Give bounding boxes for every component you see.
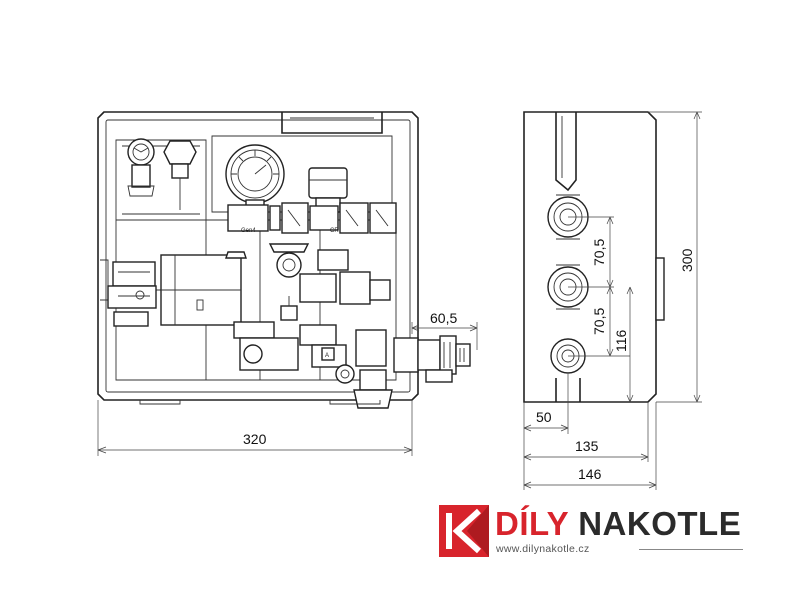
dim-spacing-lower: 70,5 xyxy=(591,308,607,335)
brand-divider xyxy=(639,549,743,550)
dim-connector-width: 60,5 xyxy=(430,310,457,326)
brand-url: www.dilynakotle.cz xyxy=(496,543,590,555)
dim-depth-135: 135 xyxy=(575,438,599,454)
dim-depth-50: 50 xyxy=(536,409,552,425)
dim-front-width: 320 xyxy=(243,431,267,447)
side-dimensions: 70,5 70,5 116 300 50 135 146 xyxy=(523,111,702,490)
brand-name-part2: NAKOTLE xyxy=(578,505,742,542)
front-view: Gen4 CR A xyxy=(97,111,471,409)
valve-label-left: Gen4 xyxy=(241,228,256,234)
thermometer-dial xyxy=(225,144,285,211)
middle-pipe-run xyxy=(268,243,391,305)
brand-logo-icon xyxy=(439,505,489,557)
marker-a: A xyxy=(325,353,329,359)
brand-block: DÍLY NAKOTLE www.dilynakotle.cz xyxy=(439,505,749,561)
dim-side-height: 300 xyxy=(679,248,695,272)
brand-name-part1: DÍLY xyxy=(495,505,569,542)
brand-name: DÍLY NAKOTLE xyxy=(495,505,741,543)
dim-port-height: 116 xyxy=(613,329,629,352)
lower-pipe-run xyxy=(233,296,393,409)
cap-fitting xyxy=(163,140,197,210)
pressure-gauge-small xyxy=(127,138,155,197)
front-dimensions: 320 60,5 xyxy=(97,310,478,456)
dim-spacing-upper: 70,5 xyxy=(591,239,607,266)
dim-depth-146: 146 xyxy=(578,466,602,482)
upper-pipe-run xyxy=(227,202,397,234)
pump-motor xyxy=(160,251,247,326)
right-connector xyxy=(393,335,471,383)
left-ball-valve xyxy=(107,261,157,327)
valve-label-right: CR xyxy=(330,228,339,234)
